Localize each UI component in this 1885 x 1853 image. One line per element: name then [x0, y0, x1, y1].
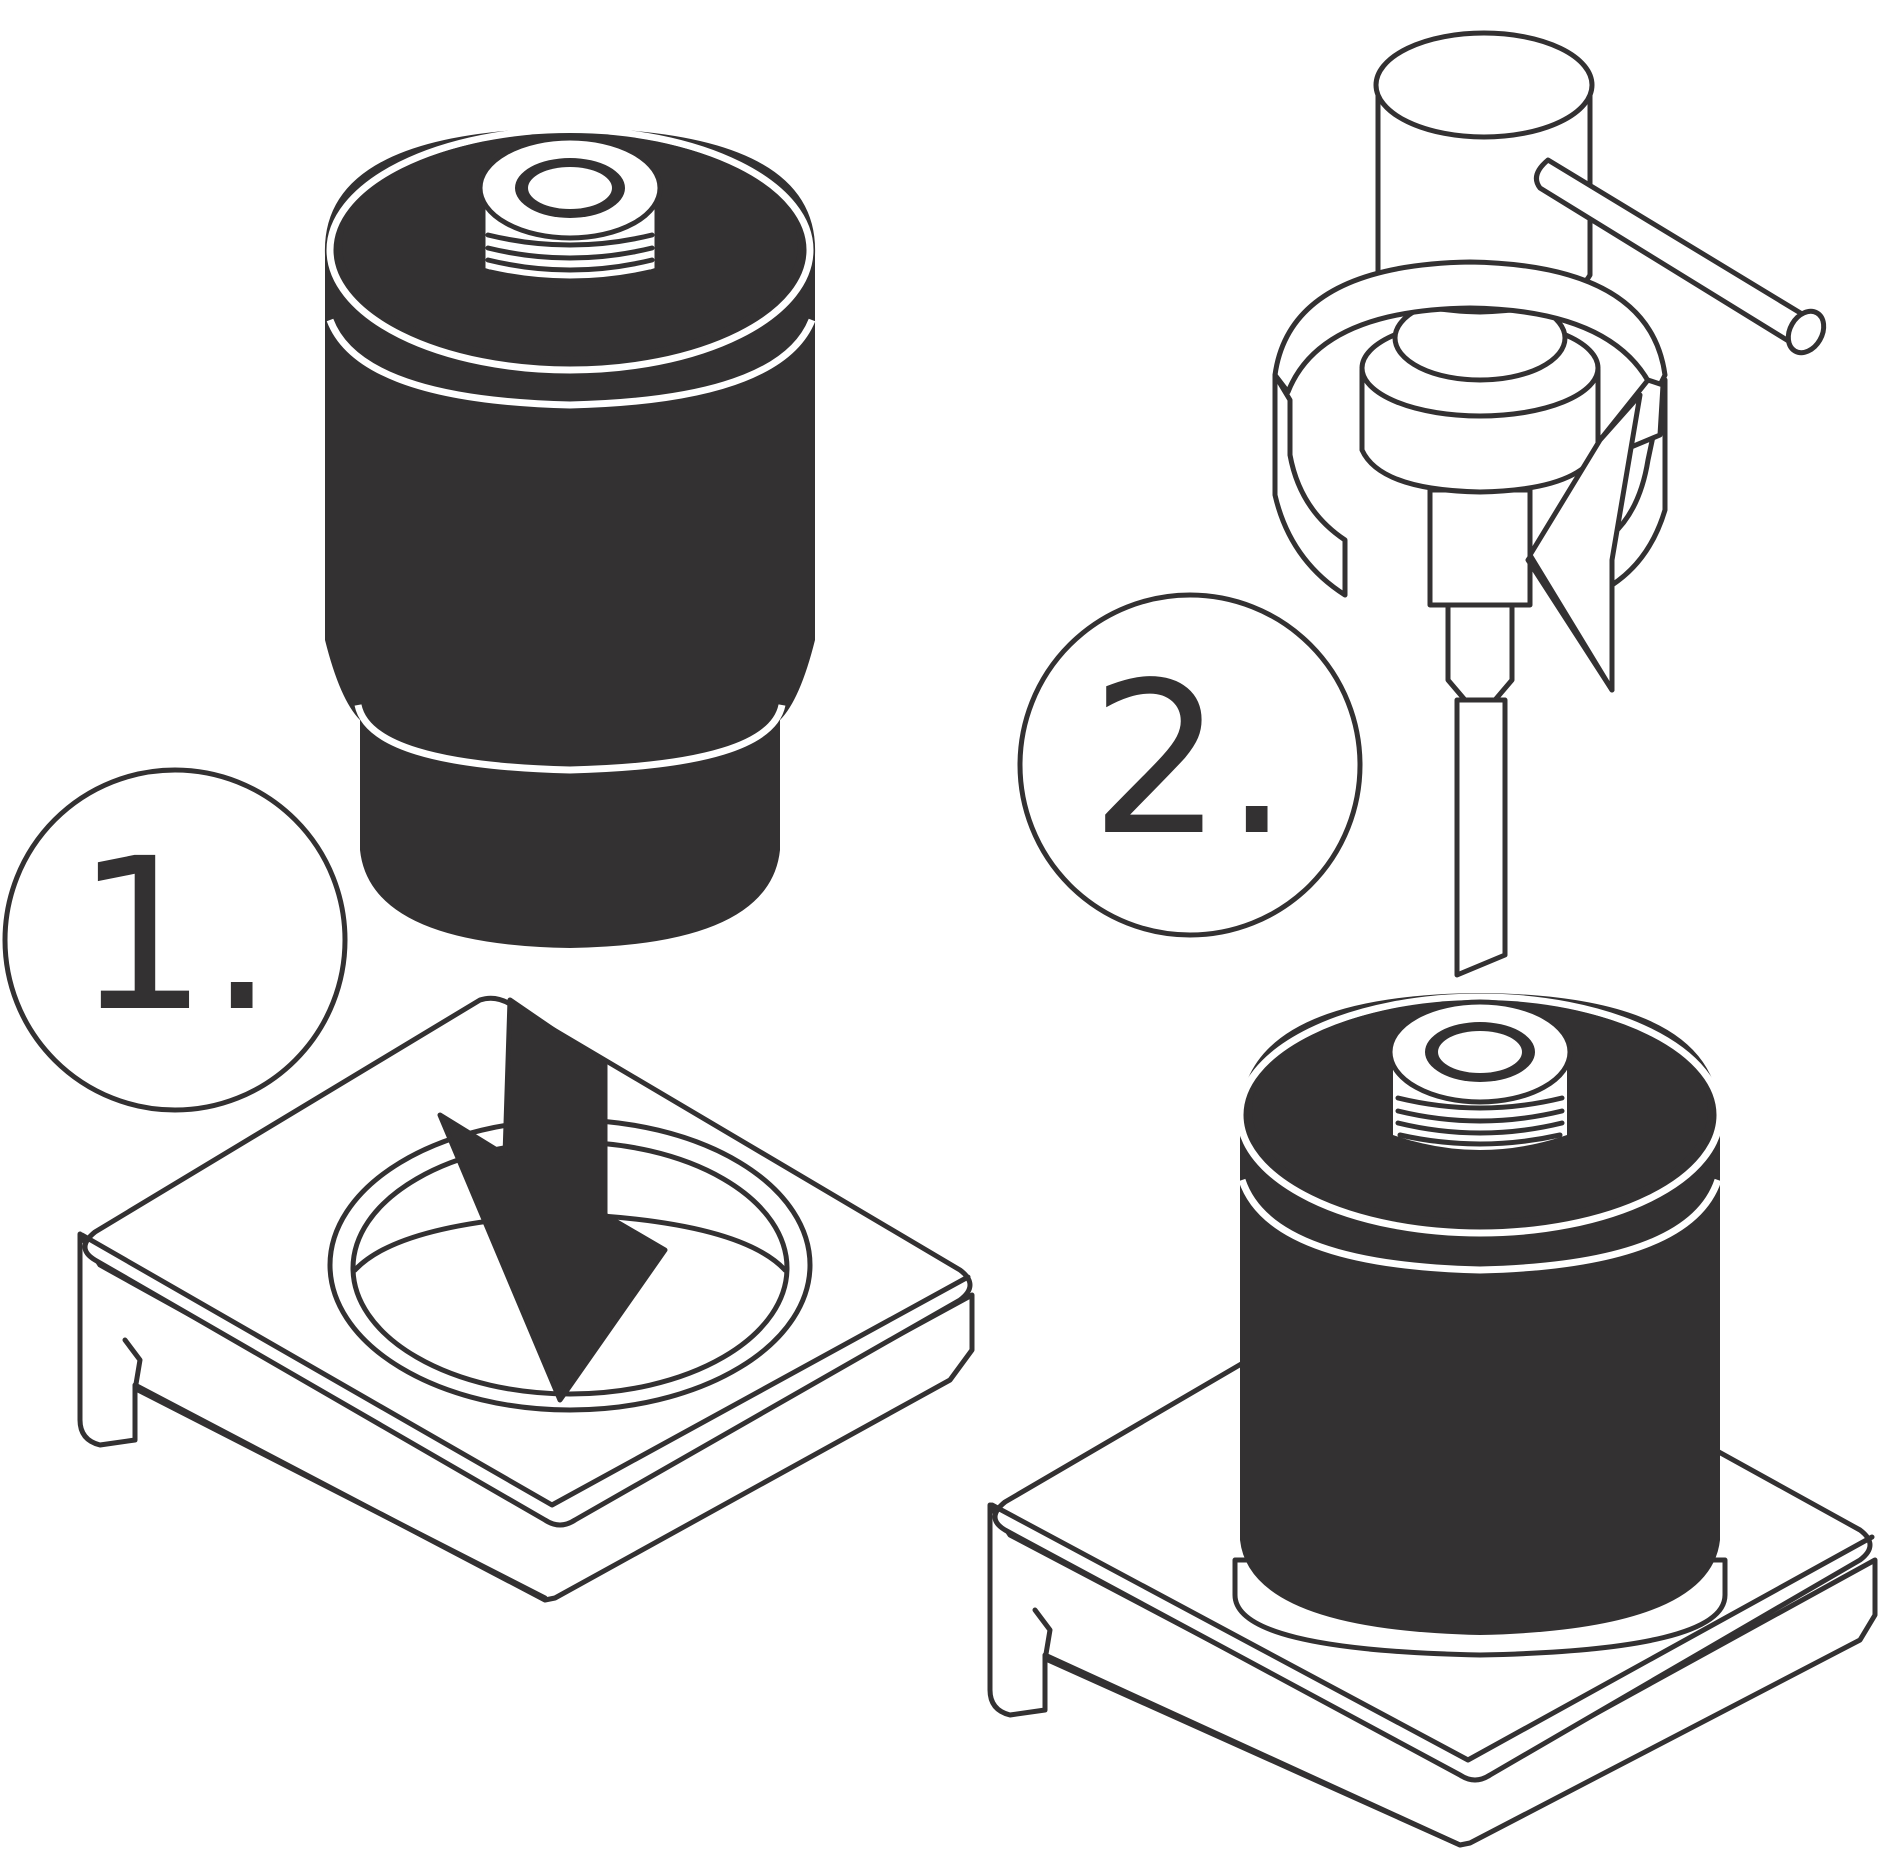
step-1-badge: 1. — [2, 767, 348, 1113]
rotate-arrow-icon — [1272, 259, 1668, 693]
tray-edge — [79, 1232, 971, 1508]
pump-tube-connector — [1445, 602, 1515, 703]
tray-rail — [1045, 1657, 1463, 1848]
tray-edge — [989, 1502, 1875, 1763]
bottle-shoulder-band — [326, 318, 816, 409]
bottle-neck — [477, 135, 663, 288]
step-2-number: 2. — [1090, 637, 1290, 882]
bottle-top-rim — [1236, 993, 1724, 1237]
tray-foot — [1032, 1607, 1053, 1663]
soap-bottle-icon — [1232, 993, 1728, 1658]
step-2-circle — [1017, 592, 1363, 938]
down-arrow-icon — [437, 997, 668, 1403]
pump-head-top — [1373, 30, 1595, 140]
tray-foot — [122, 1337, 143, 1393]
down-arrow-shape — [440, 1000, 665, 1400]
pump-dip-tube — [1454, 697, 1508, 978]
pump-lower-stem — [1427, 487, 1533, 608]
step-2-badge: 2. — [1017, 592, 1363, 938]
tray-side — [987, 1502, 1878, 1848]
pump-spout-tip — [1785, 308, 1827, 356]
tray-rail — [135, 1387, 548, 1601]
rotate-arrow-tip — [1527, 392, 1643, 693]
soap-bottle-icon — [324, 126, 816, 948]
bottle-top-rim — [326, 126, 814, 374]
pump-spout — [1533, 157, 1815, 348]
rotate-ring-band — [1272, 372, 1348, 598]
step-1-number: 1. — [75, 813, 275, 1058]
step-1-circle — [2, 767, 348, 1113]
bottle-shoulder-band — [1238, 1178, 1722, 1274]
bottle-waist-band — [354, 704, 786, 774]
step-2: 2. — [987, 30, 1878, 1848]
down-arrow-outline — [437, 997, 668, 1403]
rotate-ring-back — [1272, 259, 1668, 398]
bottle-neck — [1387, 999, 1573, 1150]
tray-side — [77, 1231, 975, 1603]
step-1: 1. — [2, 126, 975, 1603]
pump-dispenser-icon — [1359, 30, 1827, 978]
